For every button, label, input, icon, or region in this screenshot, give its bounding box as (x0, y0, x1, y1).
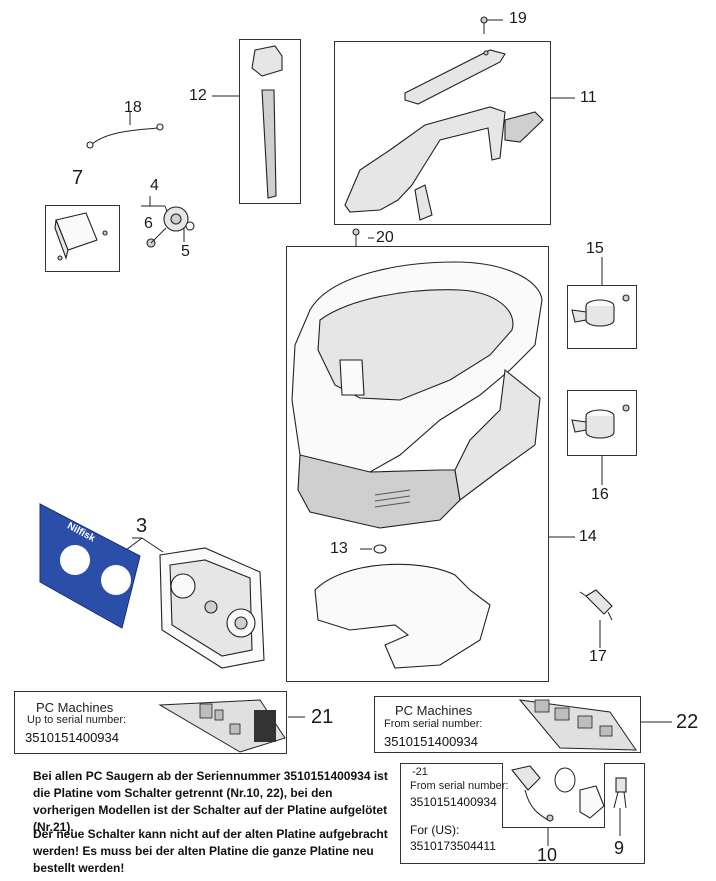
note-paragraph-2: Der neue Schalter kann nicht auf der alt… (33, 827, 388, 875)
callout-19: 19 (509, 10, 527, 27)
box21-serial: 3510151400934 (25, 730, 119, 745)
callout-12: 12 (189, 87, 207, 104)
callout-21: 21 (311, 706, 334, 728)
callout-4: 4 (150, 177, 159, 194)
box22-title: PC Machines (395, 703, 473, 718)
note-paragraph-1: Bei allen PC Saugern ab der Seriennummer… (33, 769, 388, 834)
callout-14: 14 (579, 528, 597, 545)
callout-3: 3 (136, 515, 148, 537)
callout-13: 13 (330, 540, 348, 557)
callout-7: 7 (72, 167, 84, 189)
box22-serial: 3510151400934 (384, 734, 478, 749)
box10-prefix: -21 (412, 766, 428, 778)
callout-10: 10 (537, 845, 558, 865)
box10-us-label: For (US): (410, 823, 460, 837)
callout-11: 11 (580, 89, 597, 106)
callout-6: 6 (144, 215, 153, 232)
callout-22: 22 (676, 711, 699, 733)
box10-us-serial: 3510173504411 (410, 839, 496, 853)
callout-9: 9 (614, 838, 625, 858)
callout-20: 20 (376, 229, 394, 246)
box21-subtitle: Up to serial number: (27, 714, 127, 726)
callout-17: 17 (589, 648, 607, 665)
box10-subtitle: From serial number: (410, 780, 509, 792)
box21-title: PC Machines (36, 700, 114, 715)
callout-5: 5 (181, 243, 190, 260)
box10-serial: 3510151400934 (410, 795, 497, 809)
callout-16: 16 (591, 486, 609, 503)
box22-subtitle: From serial number: (384, 718, 483, 730)
callout-15: 15 (586, 240, 604, 257)
callout-18: 18 (124, 99, 142, 116)
